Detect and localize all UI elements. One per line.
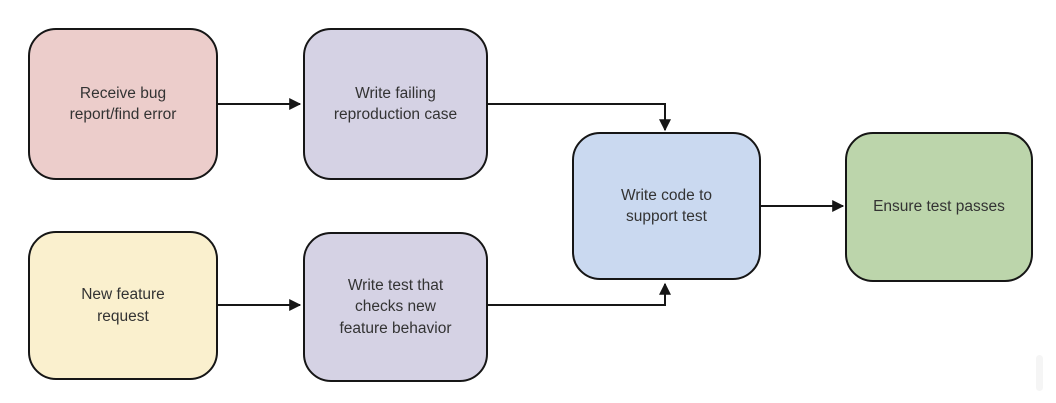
node-new-feature-request: New feature request: [28, 231, 218, 380]
node-receive-bug-report: Receive bug report/find error: [28, 28, 218, 180]
node-label: Write test that checks new feature behav…: [339, 276, 452, 337]
node-write-failing-reproduction: Write failing reproduction case: [303, 28, 488, 180]
node-ensure-test-passes: Ensure test passes: [845, 132, 1033, 282]
node-label: Ensure test passes: [873, 198, 1005, 216]
arrow-reproduction-to-code: [488, 103, 671, 132]
node-write-test-new-feature: Write test that checks new feature behav…: [303, 232, 488, 382]
node-label: New feature request: [81, 286, 165, 325]
node-label: Write failing reproduction case: [333, 84, 458, 123]
scrollbar[interactable]: [1036, 355, 1043, 391]
node-label: Write code to support test: [620, 186, 713, 225]
node-label: Receive bug report/find error: [69, 84, 177, 123]
node-write-code-support-test: Write code to support test: [572, 132, 761, 280]
arrow-test-to-code: [488, 282, 671, 306]
